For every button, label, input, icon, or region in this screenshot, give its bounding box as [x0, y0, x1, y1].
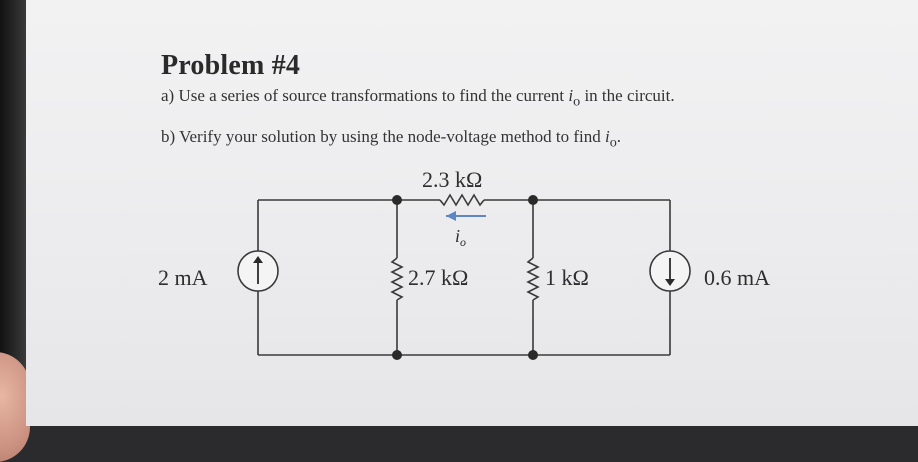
circuit-nodes: [392, 195, 538, 360]
label-r-mid2: 1 kΩ: [545, 265, 589, 290]
current-source-right: [649, 250, 691, 292]
part-b-var: i: [604, 127, 610, 146]
resistor-mid1: [390, 257, 404, 301]
label-io-sub: o: [460, 235, 466, 249]
label-src-right: 0.6 mA: [704, 265, 770, 290]
resistor-top: [439, 193, 485, 207]
part-b-before: b) Verify your solution by using the nod…: [161, 127, 605, 146]
part-b-text: b) Verify your solution by using the nod…: [161, 127, 621, 151]
arrow-left-icon: [446, 211, 456, 221]
node-top-right: [528, 195, 538, 205]
problem-title: Problem #4: [161, 50, 301, 81]
label-r-top: 2.3 kΩ: [422, 167, 482, 192]
part-a-before: a) Use a series of source transformation…: [161, 86, 569, 105]
current-source-left: [237, 250, 279, 292]
node-bottom-left: [392, 350, 402, 360]
part-a-after: in the circuit.: [580, 86, 675, 105]
label-src-left: 2 mA: [158, 265, 208, 290]
part-a-sub: o: [573, 93, 581, 110]
part-a-var: i: [568, 86, 574, 105]
circuit-wires: [257, 199, 671, 356]
part-b-sub: o: [609, 134, 617, 151]
part-b-after: .: [616, 127, 622, 146]
label-r-mid1: 2.7 kΩ: [408, 265, 468, 290]
node-bottom-right: [528, 350, 538, 360]
arrow-up-head-icon: [253, 256, 263, 263]
part-a-text: a) Use a series of source transformation…: [161, 86, 675, 110]
arrow-down-head-icon: [665, 279, 675, 286]
node-top-left: [392, 195, 402, 205]
label-io-var: i: [455, 226, 460, 246]
resistor-mid2: [526, 257, 540, 301]
label-io: io: [455, 226, 466, 249]
circuit-diagram: 2.3 kΩ 2.7 kΩ 1 kΩ 2 mA 0.6 mA io: [158, 167, 770, 360]
current-io-arrow: [446, 211, 486, 221]
